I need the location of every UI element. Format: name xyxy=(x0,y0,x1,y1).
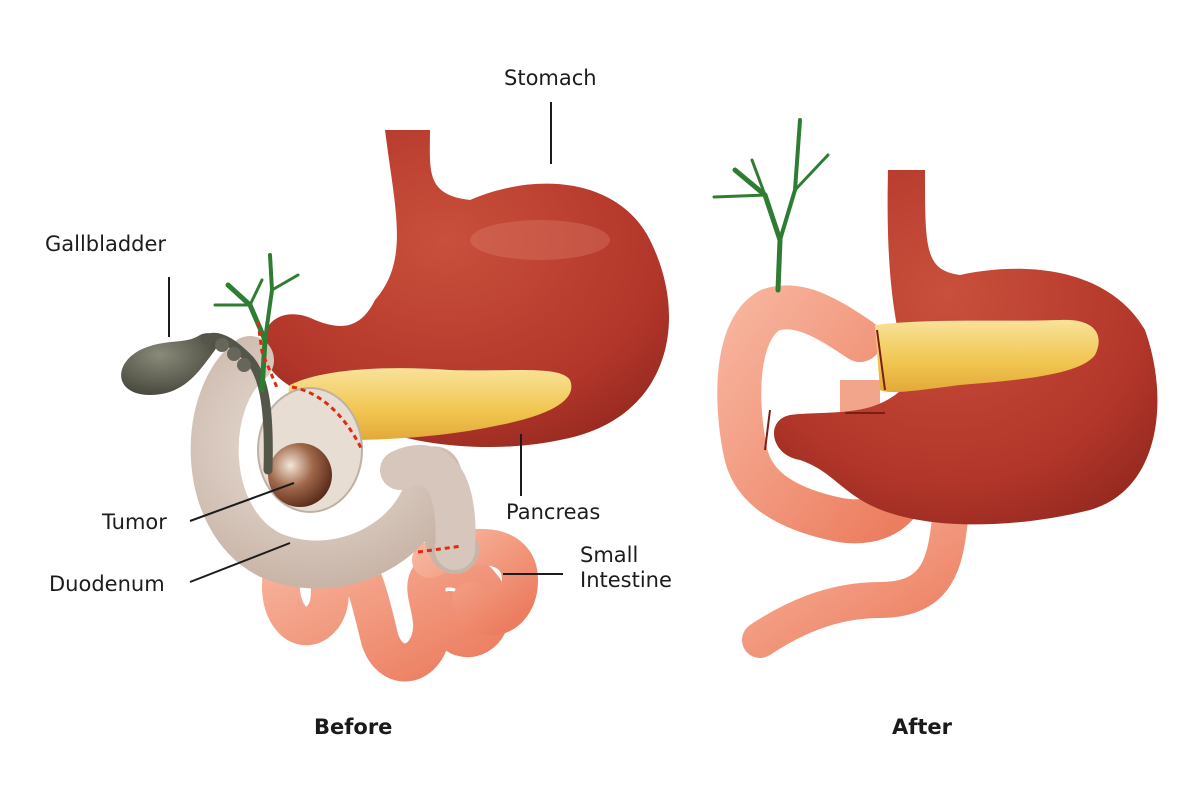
duodenum xyxy=(190,336,479,589)
pancreas-after xyxy=(875,319,1099,393)
duodenum-leader xyxy=(189,542,291,583)
jejunum-tail xyxy=(742,502,968,658)
small-intestine-label: Small Intestine xyxy=(580,543,672,593)
pancreas-before xyxy=(288,368,572,440)
after-caption: After xyxy=(892,715,953,739)
bile-duct-after xyxy=(712,118,830,293)
after-panel xyxy=(712,118,1158,658)
gallbladder-label: Gallbladder xyxy=(45,232,167,256)
stomach-label: Stomach xyxy=(504,66,597,90)
pancreas-label: Pancreas xyxy=(506,500,601,524)
before-panel xyxy=(121,130,670,682)
stomach-before xyxy=(263,130,670,448)
duodenum-label: Duodenum xyxy=(49,572,165,596)
sutures xyxy=(764,329,886,451)
before-caption: Before xyxy=(314,715,393,739)
tumor-label: Tumor xyxy=(102,510,167,534)
tumor-mass xyxy=(268,443,332,507)
jejunum-loop-after xyxy=(717,285,922,544)
gallbladder-organ xyxy=(121,333,273,475)
resection-lines xyxy=(256,321,463,554)
tumor-leader xyxy=(189,482,295,522)
leader-lines xyxy=(168,102,563,583)
